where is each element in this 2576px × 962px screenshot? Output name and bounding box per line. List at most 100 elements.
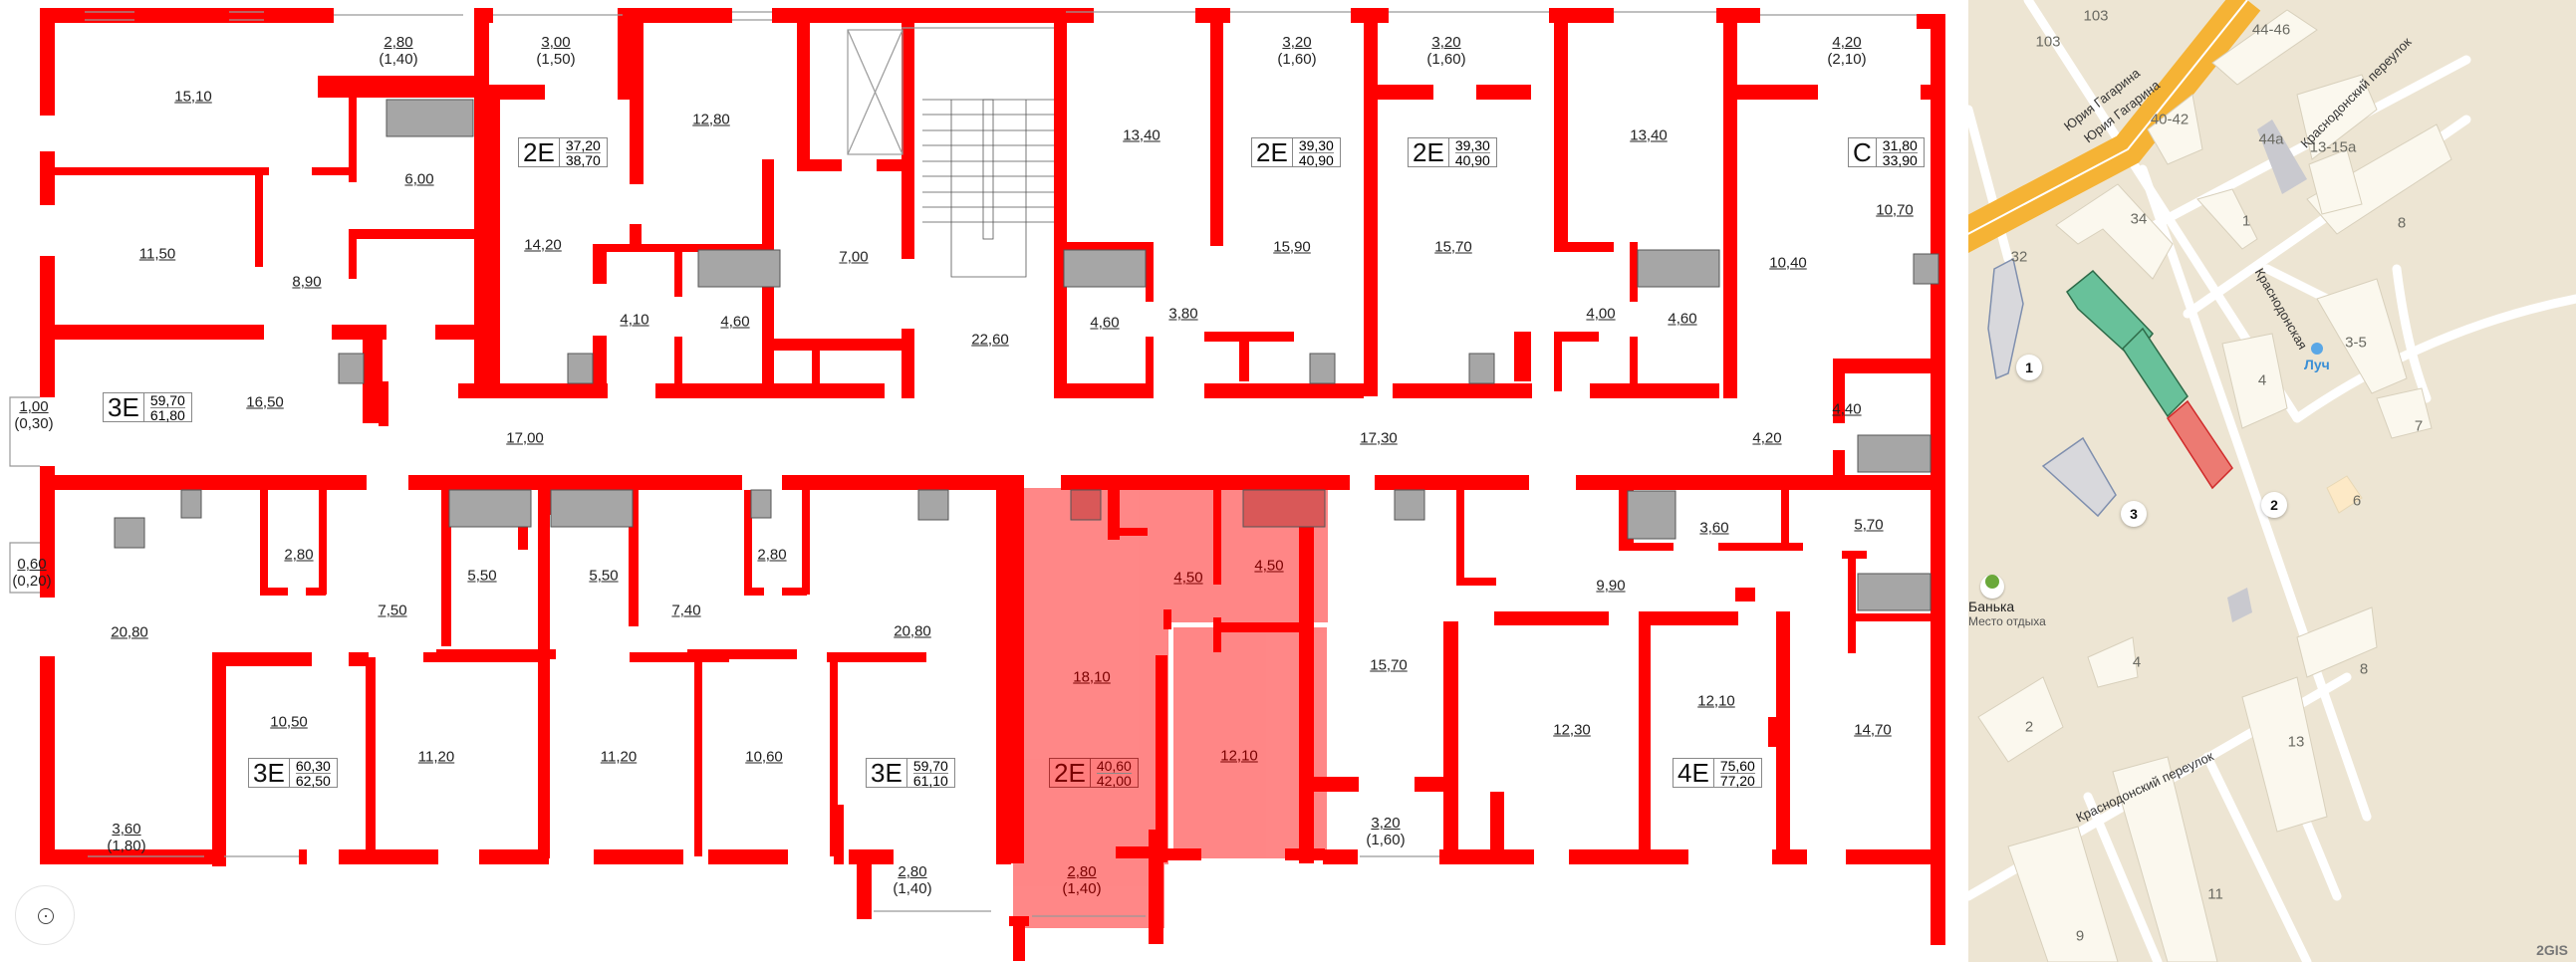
building-section-marker[interactable]: 3 bbox=[2121, 501, 2147, 527]
total-area: 61,80 bbox=[149, 406, 185, 423]
room-area-label: 18,10 bbox=[1073, 668, 1111, 686]
room-area-label: 4,10 bbox=[620, 311, 649, 329]
floorplan-walls bbox=[9, 8, 1945, 961]
room-area-label: 10,60 bbox=[745, 748, 783, 766]
map-canvas bbox=[1968, 0, 2576, 962]
room-area-label: 5,50 bbox=[467, 567, 497, 585]
balcony-label: 3,60(1,80) bbox=[107, 821, 145, 854]
balcony-coefficient: (1,80) bbox=[107, 838, 146, 854]
total-area: 38,70 bbox=[565, 151, 601, 168]
room-area-label: 12,80 bbox=[692, 111, 730, 128]
balcony-label: 2,80(1,40) bbox=[1062, 863, 1101, 897]
room-area-label: 13,40 bbox=[1123, 126, 1160, 144]
room-area-label: 17,30 bbox=[1360, 429, 1398, 447]
room-area-label: 4,50 bbox=[1173, 569, 1203, 587]
apartment-type: 4E bbox=[1674, 759, 1714, 787]
building-number: 2 bbox=[2024, 718, 2034, 736]
room-area-label: 17,00 bbox=[506, 429, 544, 447]
room-area-label: 13,40 bbox=[1630, 126, 1668, 144]
building-number: 8 bbox=[2359, 660, 2369, 678]
balcony-area: 3,20 bbox=[1282, 34, 1312, 51]
building-number: 11 bbox=[2207, 885, 2223, 903]
balcony-area: 3,20 bbox=[1371, 815, 1401, 832]
balcony-coefficient: (1,40) bbox=[379, 51, 418, 68]
balcony-coefficient: (0,20) bbox=[12, 573, 52, 590]
balcony-coefficient: (2,10) bbox=[1827, 51, 1867, 68]
room-area-label: 9,90 bbox=[1596, 577, 1626, 595]
balcony-label: 0,60(0,20) bbox=[12, 556, 51, 590]
building-number: 6 bbox=[2352, 492, 2362, 510]
room-area-label: 12,10 bbox=[1220, 747, 1258, 765]
room-area-label: 3,80 bbox=[1168, 305, 1198, 323]
room-area-label: 22,60 bbox=[971, 331, 1009, 349]
balcony-area: 2,80 bbox=[1067, 863, 1097, 880]
room-area-label: 4,60 bbox=[720, 313, 750, 331]
building-section-marker[interactable]: 2 bbox=[2261, 492, 2287, 518]
building-number: 103 bbox=[2083, 7, 2109, 25]
room-area-label: 15,70 bbox=[1370, 656, 1408, 674]
room-area-label: 6,00 bbox=[404, 170, 434, 188]
balcony-coefficient: (1,40) bbox=[1062, 880, 1102, 897]
poi-banka[interactable]: Банька Место отдыха bbox=[1968, 570, 2046, 628]
balcony-coefficient: (1,40) bbox=[893, 880, 932, 897]
balcony-area: 3,00 bbox=[541, 34, 571, 51]
room-area-label: 3,60 bbox=[1699, 519, 1729, 537]
balcony-coefficient: (1,60) bbox=[1277, 51, 1317, 68]
room-area-label: 5,50 bbox=[589, 567, 619, 585]
apartment-type: 2E bbox=[1050, 759, 1091, 787]
building-number: 34 bbox=[2130, 210, 2148, 228]
balcony-coefficient: (1,60) bbox=[1426, 51, 1466, 68]
globe-icon bbox=[2310, 343, 2323, 355]
living-area: 37,20 bbox=[565, 136, 601, 153]
room-area-label: 4,60 bbox=[1668, 310, 1697, 328]
windows bbox=[9, 11, 1917, 917]
room-area-label: 10,50 bbox=[270, 713, 308, 731]
living-area: 39,30 bbox=[1298, 136, 1334, 153]
room-area-label: 15,90 bbox=[1273, 238, 1311, 256]
building-number: 44a bbox=[2258, 130, 2284, 148]
room-area-label: 4,50 bbox=[1254, 557, 1284, 575]
apartment-type: 2E bbox=[1409, 138, 1449, 166]
compass-widget[interactable] bbox=[15, 885, 75, 945]
living-area: 59,70 bbox=[912, 757, 948, 774]
total-area: 62,50 bbox=[295, 772, 331, 789]
map-brand-logo: 2GIS bbox=[2536, 942, 2568, 958]
room-area-label: 16,50 bbox=[246, 393, 284, 411]
building-number: 40-42 bbox=[2150, 111, 2190, 128]
living-area: 60,30 bbox=[295, 757, 331, 774]
room-area-label: 4,00 bbox=[1586, 305, 1616, 323]
building-section-marker[interactable]: 1 bbox=[2016, 355, 2042, 380]
poi-luch[interactable]: Луч bbox=[2304, 343, 2330, 372]
room-area-label: 12,30 bbox=[1553, 721, 1591, 739]
room-area-label: 11,20 bbox=[600, 748, 638, 766]
total-area: 77,20 bbox=[1719, 772, 1755, 789]
balcony-label: 4,20(2,10) bbox=[1827, 34, 1866, 68]
room-area-label: 2,80 bbox=[757, 546, 787, 564]
room-area-label: 2,80 bbox=[284, 546, 314, 564]
balcony-area: 3,60 bbox=[112, 821, 141, 838]
balcony-label: 1,00(0,30) bbox=[14, 398, 53, 432]
total-area: 61,10 bbox=[912, 772, 948, 789]
selected-apartment-highlight bbox=[1013, 488, 1328, 928]
room-area-label: 20,80 bbox=[894, 622, 931, 640]
building-number: 44-46 bbox=[2251, 21, 2291, 39]
apartment-type: 3E bbox=[867, 759, 907, 787]
room-area-label: 10,40 bbox=[1769, 254, 1807, 272]
room-area-label: 7,00 bbox=[839, 248, 869, 266]
